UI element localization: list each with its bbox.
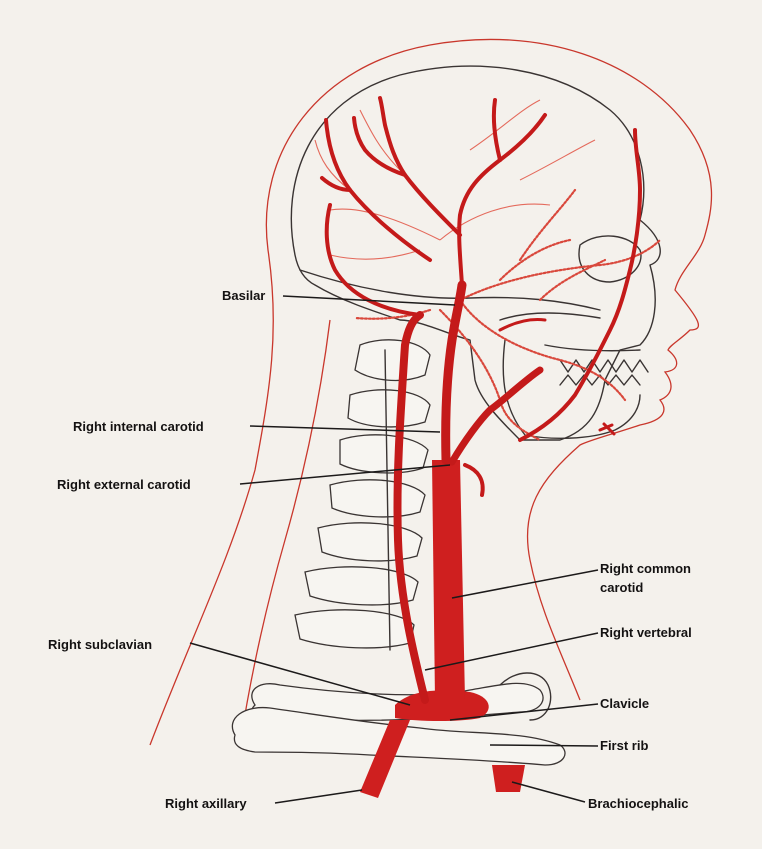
skull-outline — [291, 66, 660, 440]
scalp-branch-b — [354, 118, 405, 175]
first-rib-leader — [490, 745, 598, 746]
label-right-common-carotid-line1: Right common — [600, 561, 691, 576]
internal-carotid-leader — [250, 426, 440, 432]
axillary-leader — [275, 790, 362, 803]
right-common-carotid-artery — [432, 460, 465, 700]
label-right-internal-carotid: Right internal carotid — [73, 419, 204, 434]
common-carotid-leader — [452, 570, 598, 598]
label-right-external-carotid: Right external carotid — [57, 477, 191, 492]
label-right-subclavian: Right subclavian — [48, 637, 152, 652]
label-right-common-carotid-line2: carotid — [600, 580, 643, 595]
zygomatic-arch — [500, 313, 600, 320]
facial-artery — [520, 130, 640, 440]
right-external-carotid-artery — [452, 370, 540, 462]
label-right-axillary: Right axillary — [165, 796, 247, 811]
cerebral-arteries-faint — [315, 100, 595, 259]
maxillary-branch — [500, 319, 545, 330]
brachiocephalic-leader — [512, 782, 585, 802]
right-internal-carotid-artery — [446, 285, 462, 460]
label-clavicle: Clavicle — [600, 696, 649, 711]
label-right-vertebral: Right vertebral — [600, 625, 692, 640]
neck-back-outline — [240, 320, 330, 745]
brachiocephalic-artery — [492, 765, 525, 792]
cervical-spine — [295, 340, 430, 650]
scalp-branch-a — [380, 98, 460, 235]
external-carotid-branch — [465, 465, 483, 495]
label-first-rib: First rib — [600, 738, 648, 753]
mandible-outline — [503, 340, 640, 438]
label-basilar: Basilar — [222, 288, 265, 303]
superficial-temporal-artery — [459, 115, 545, 285]
label-brachiocephalic: Brachiocephalic — [588, 796, 688, 811]
